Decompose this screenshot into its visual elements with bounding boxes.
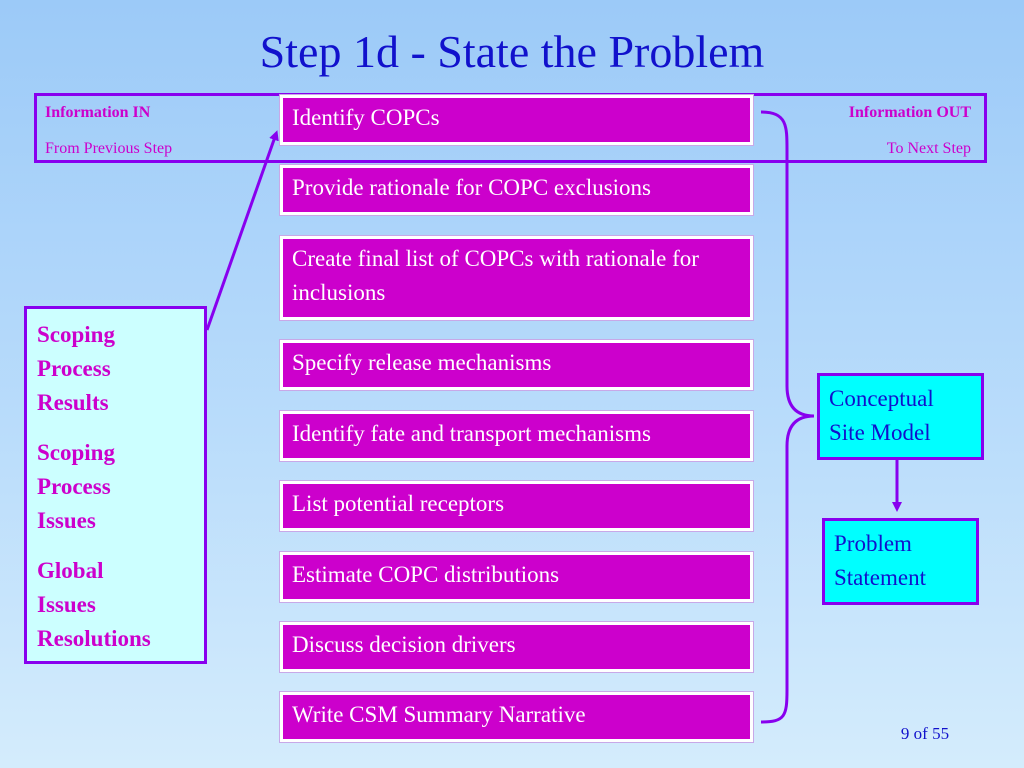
- step-release-mechanisms: Specify release mechanisms: [279, 339, 754, 391]
- input-arrow: [205, 130, 279, 331]
- information-out-label: Information OUT: [848, 104, 971, 121]
- step-decision-drivers: Discuss decision drivers: [279, 621, 754, 673]
- page-number: 9 of 55: [900, 724, 950, 743]
- inputs-box: Scoping Process Results Scoping Process …: [24, 306, 207, 664]
- input-scoping-results: Scoping Process Results: [37, 322, 115, 415]
- information-flow-banner: Information IN From Previous Step Inform…: [34, 93, 987, 163]
- problem-statement-box: Problem Statement: [822, 518, 979, 605]
- step-copc-distributions: Estimate COPC distributions: [279, 551, 754, 603]
- curly-brace: [760, 110, 815, 724]
- conceptual-site-model-box: Conceptual Site Model: [817, 373, 984, 460]
- input-scoping-issues: Scoping Process Issues: [37, 440, 115, 533]
- information-in-label: Information IN: [45, 104, 151, 121]
- step-rationale-exclusions: Provide rationale for COPC exclusions: [279, 164, 754, 216]
- page-title: Step 1d - State the Problem: [259, 26, 765, 77]
- from-previous-step-label: From Previous Step: [45, 140, 173, 157]
- step-fate-transport: Identify fate and transport mechanisms: [279, 410, 754, 462]
- step-final-copc-list: Create final list of COPCs with rational…: [279, 235, 754, 321]
- step-csm-narrative: Write CSM Summary Narrative: [279, 691, 754, 743]
- step-identify-copcs: Identify COPCs: [279, 94, 754, 146]
- to-next-step-label: To Next Step: [886, 140, 971, 157]
- input-global-resolutions: Global Issues Resolutions: [37, 558, 151, 651]
- step-potential-receptors: List potential receptors: [279, 480, 754, 532]
